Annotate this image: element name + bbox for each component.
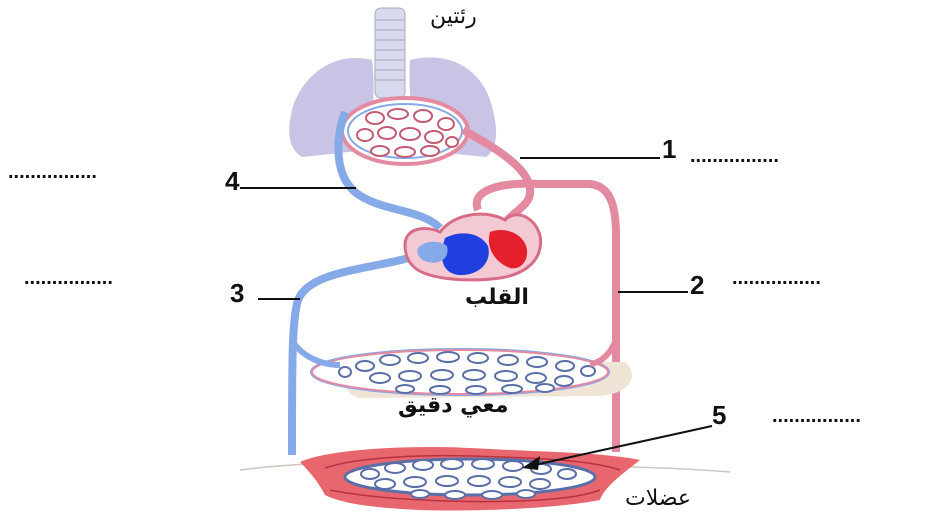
label-lungs: رئتين: [430, 6, 477, 28]
number-1: 1: [662, 136, 676, 162]
answer-blank-4: ................: [8, 162, 97, 182]
lung-capillaries: [342, 98, 468, 164]
heart: [405, 214, 541, 280]
answer-blank-5: ................: [772, 406, 861, 426]
trachea: [375, 8, 405, 98]
number-2: 2: [690, 272, 704, 298]
number-5: 5: [712, 402, 726, 428]
small-intestine: [312, 350, 632, 398]
label-heart: القلب: [465, 287, 529, 309]
number-4: 4: [225, 168, 239, 194]
number-3: 3: [230, 280, 244, 306]
answer-blank-1: ................: [690, 146, 779, 166]
answer-blank-2: ................: [732, 268, 821, 288]
answer-blank-3: ................: [24, 268, 113, 288]
label-muscles: عضلات: [625, 488, 691, 510]
label-small-intestine: معي دقيق: [398, 395, 508, 417]
